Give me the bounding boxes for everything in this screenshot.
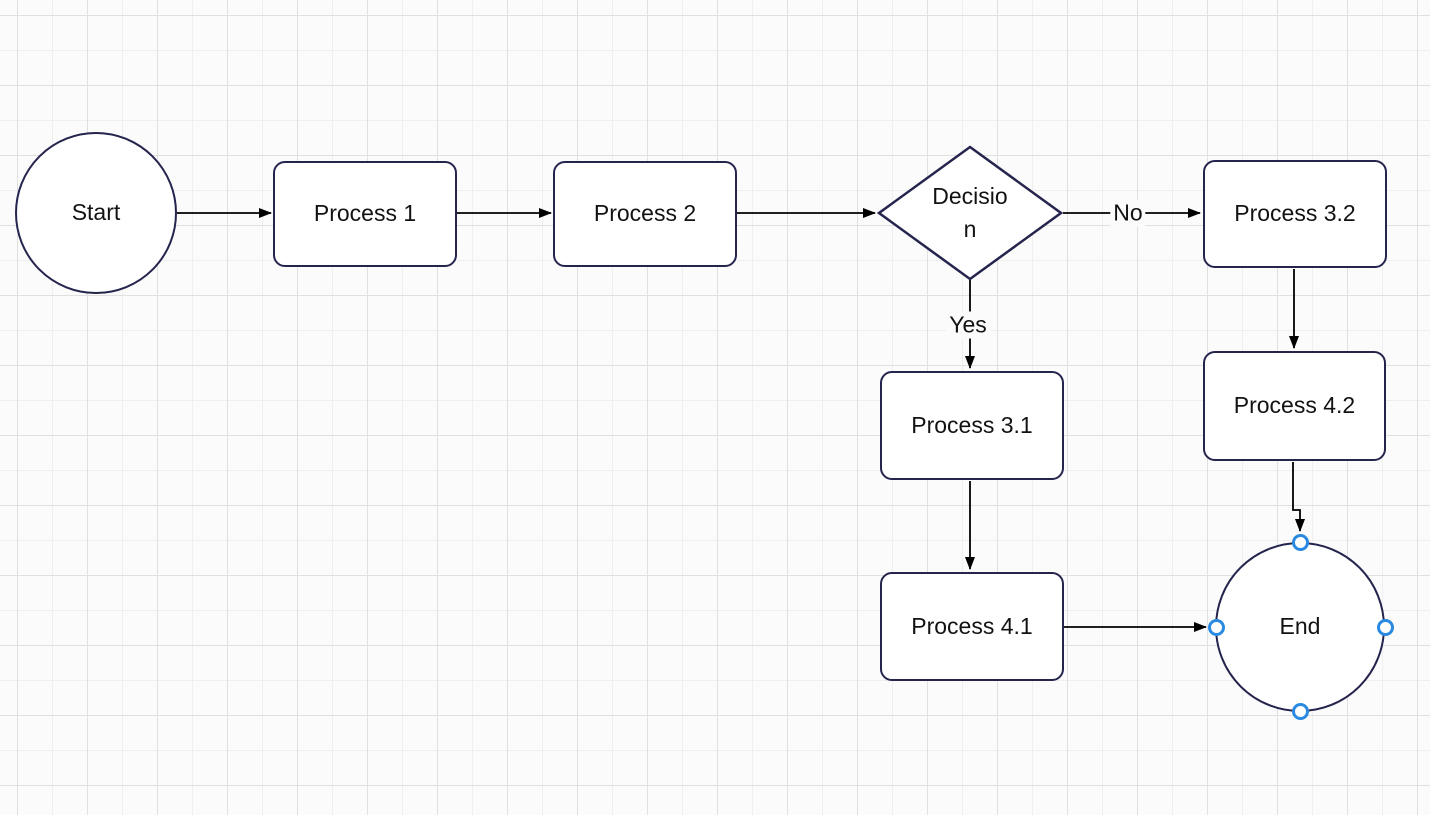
connection-handle-bottom[interactable]: [1291, 702, 1309, 720]
connection-handle-right[interactable]: [1376, 618, 1394, 636]
node-end-label: End: [1279, 613, 1321, 640]
node-process-2[interactable]: Process 2: [553, 161, 737, 267]
edge-process42-end[interactable]: [1292, 462, 1305, 532]
node-process-3-2[interactable]: Process 3.2: [1203, 160, 1387, 268]
node-process-3-1[interactable]: Process 3.1: [880, 371, 1064, 480]
node-process-3-2-label: Process 3.2: [1234, 200, 1356, 227]
decision-diamond-shape: [876, 145, 1064, 281]
node-process-3-1-label: Process 3.1: [911, 411, 1033, 438]
node-process-4-1[interactable]: Process 4.1: [880, 572, 1064, 681]
node-start[interactable]: Start: [15, 132, 177, 294]
edge-label-yes[interactable]: Yes: [946, 311, 990, 339]
edge-label-no[interactable]: No: [1110, 199, 1146, 227]
node-process-4-1-label: Process 4.1: [911, 612, 1033, 639]
node-process-4-2[interactable]: Process 4.2: [1203, 351, 1386, 461]
node-process-2-label: Process 2: [593, 200, 697, 227]
connection-handle-top[interactable]: [1291, 533, 1309, 551]
connection-handle-left[interactable]: [1207, 618, 1225, 636]
node-process-4-2-label: Process 4.2: [1233, 392, 1356, 419]
node-start-label: Start: [71, 199, 121, 226]
node-decision-label: Decisio n: [932, 183, 1008, 242]
node-process-1[interactable]: Process 1: [273, 161, 457, 267]
node-process-1-label: Process 1: [313, 200, 417, 227]
node-end[interactable]: End: [1215, 542, 1385, 712]
node-decision[interactable]: Decisio n: [876, 145, 1064, 281]
